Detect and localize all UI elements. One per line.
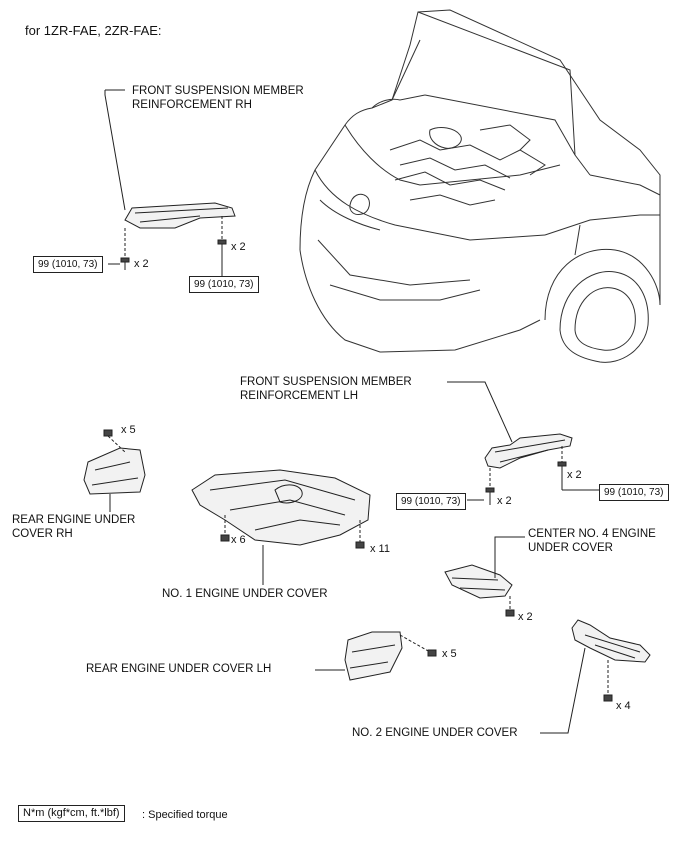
qty-no2: x 4 [616,700,631,712]
no2-cover-label: NO. 2 ENGINE UNDER COVER [352,727,518,739]
no1-cover-label: NO. 1 ENGINE UNDER COVER [162,588,328,600]
no2-cover-part [540,619,651,734]
rear-cover-rh-part [83,429,146,512]
qty-lh-bolt-left: x 2 [497,495,512,507]
torque-box-rh-left: 99 (1010, 73) [33,256,103,273]
center-no4-cover-part [444,536,525,617]
rear-cover-lh-part [315,631,437,681]
torque-box-rh-right: 99 (1010, 73) [189,276,259,293]
qty-no1-left: x 6 [231,534,246,546]
qty-no1-right: x 11 [370,543,390,555]
applicability-note: for 1ZR-FAE, 2ZR-FAE: [25,23,162,38]
qty-rear-rh-clip: x 5 [121,424,136,436]
qty-rh-bolt-left: x 2 [134,258,149,270]
qty-center-no4: x 2 [518,611,533,623]
torque-box-lh-right: 99 (1010, 73) [599,484,669,501]
front-reinforcement-lh-label-line1: FRONT SUSPENSION MEMBER [240,376,412,388]
rear-cover-rh-label-line1: REAR ENGINE UNDER [12,514,136,526]
center-no4-label-line1: CENTER NO. 4 ENGINE [528,528,656,540]
center-no4-label-line2: UNDER COVER [528,542,613,554]
rear-cover-rh-label-line2: COVER RH [12,528,73,540]
no1-cover-part [191,469,371,585]
front-reinforcement-rh-label-line1: FRONT SUSPENSION MEMBER [132,85,304,97]
front-reinforcement-rh-part [104,89,236,276]
front-reinforcement-lh-part [447,381,600,505]
qty-rear-lh-clip: x 5 [442,648,457,660]
front-reinforcement-rh-label-line2: REINFORCEMENT RH [132,99,252,111]
legend-text: : Specified torque [142,809,228,821]
legend-torque-box: N*m (kgf*cm, ft.*lbf) [18,805,125,822]
qty-rh-bolt-right: x 2 [231,241,246,253]
front-reinforcement-lh-label-line2: REINFORCEMENT LH [240,390,358,402]
rear-cover-lh-label: REAR ENGINE UNDER COVER LH [86,663,272,675]
qty-lh-bolt-right: x 2 [567,469,582,481]
torque-box-lh-left: 99 (1010, 73) [396,493,466,510]
vehicle-drawing [299,9,661,363]
